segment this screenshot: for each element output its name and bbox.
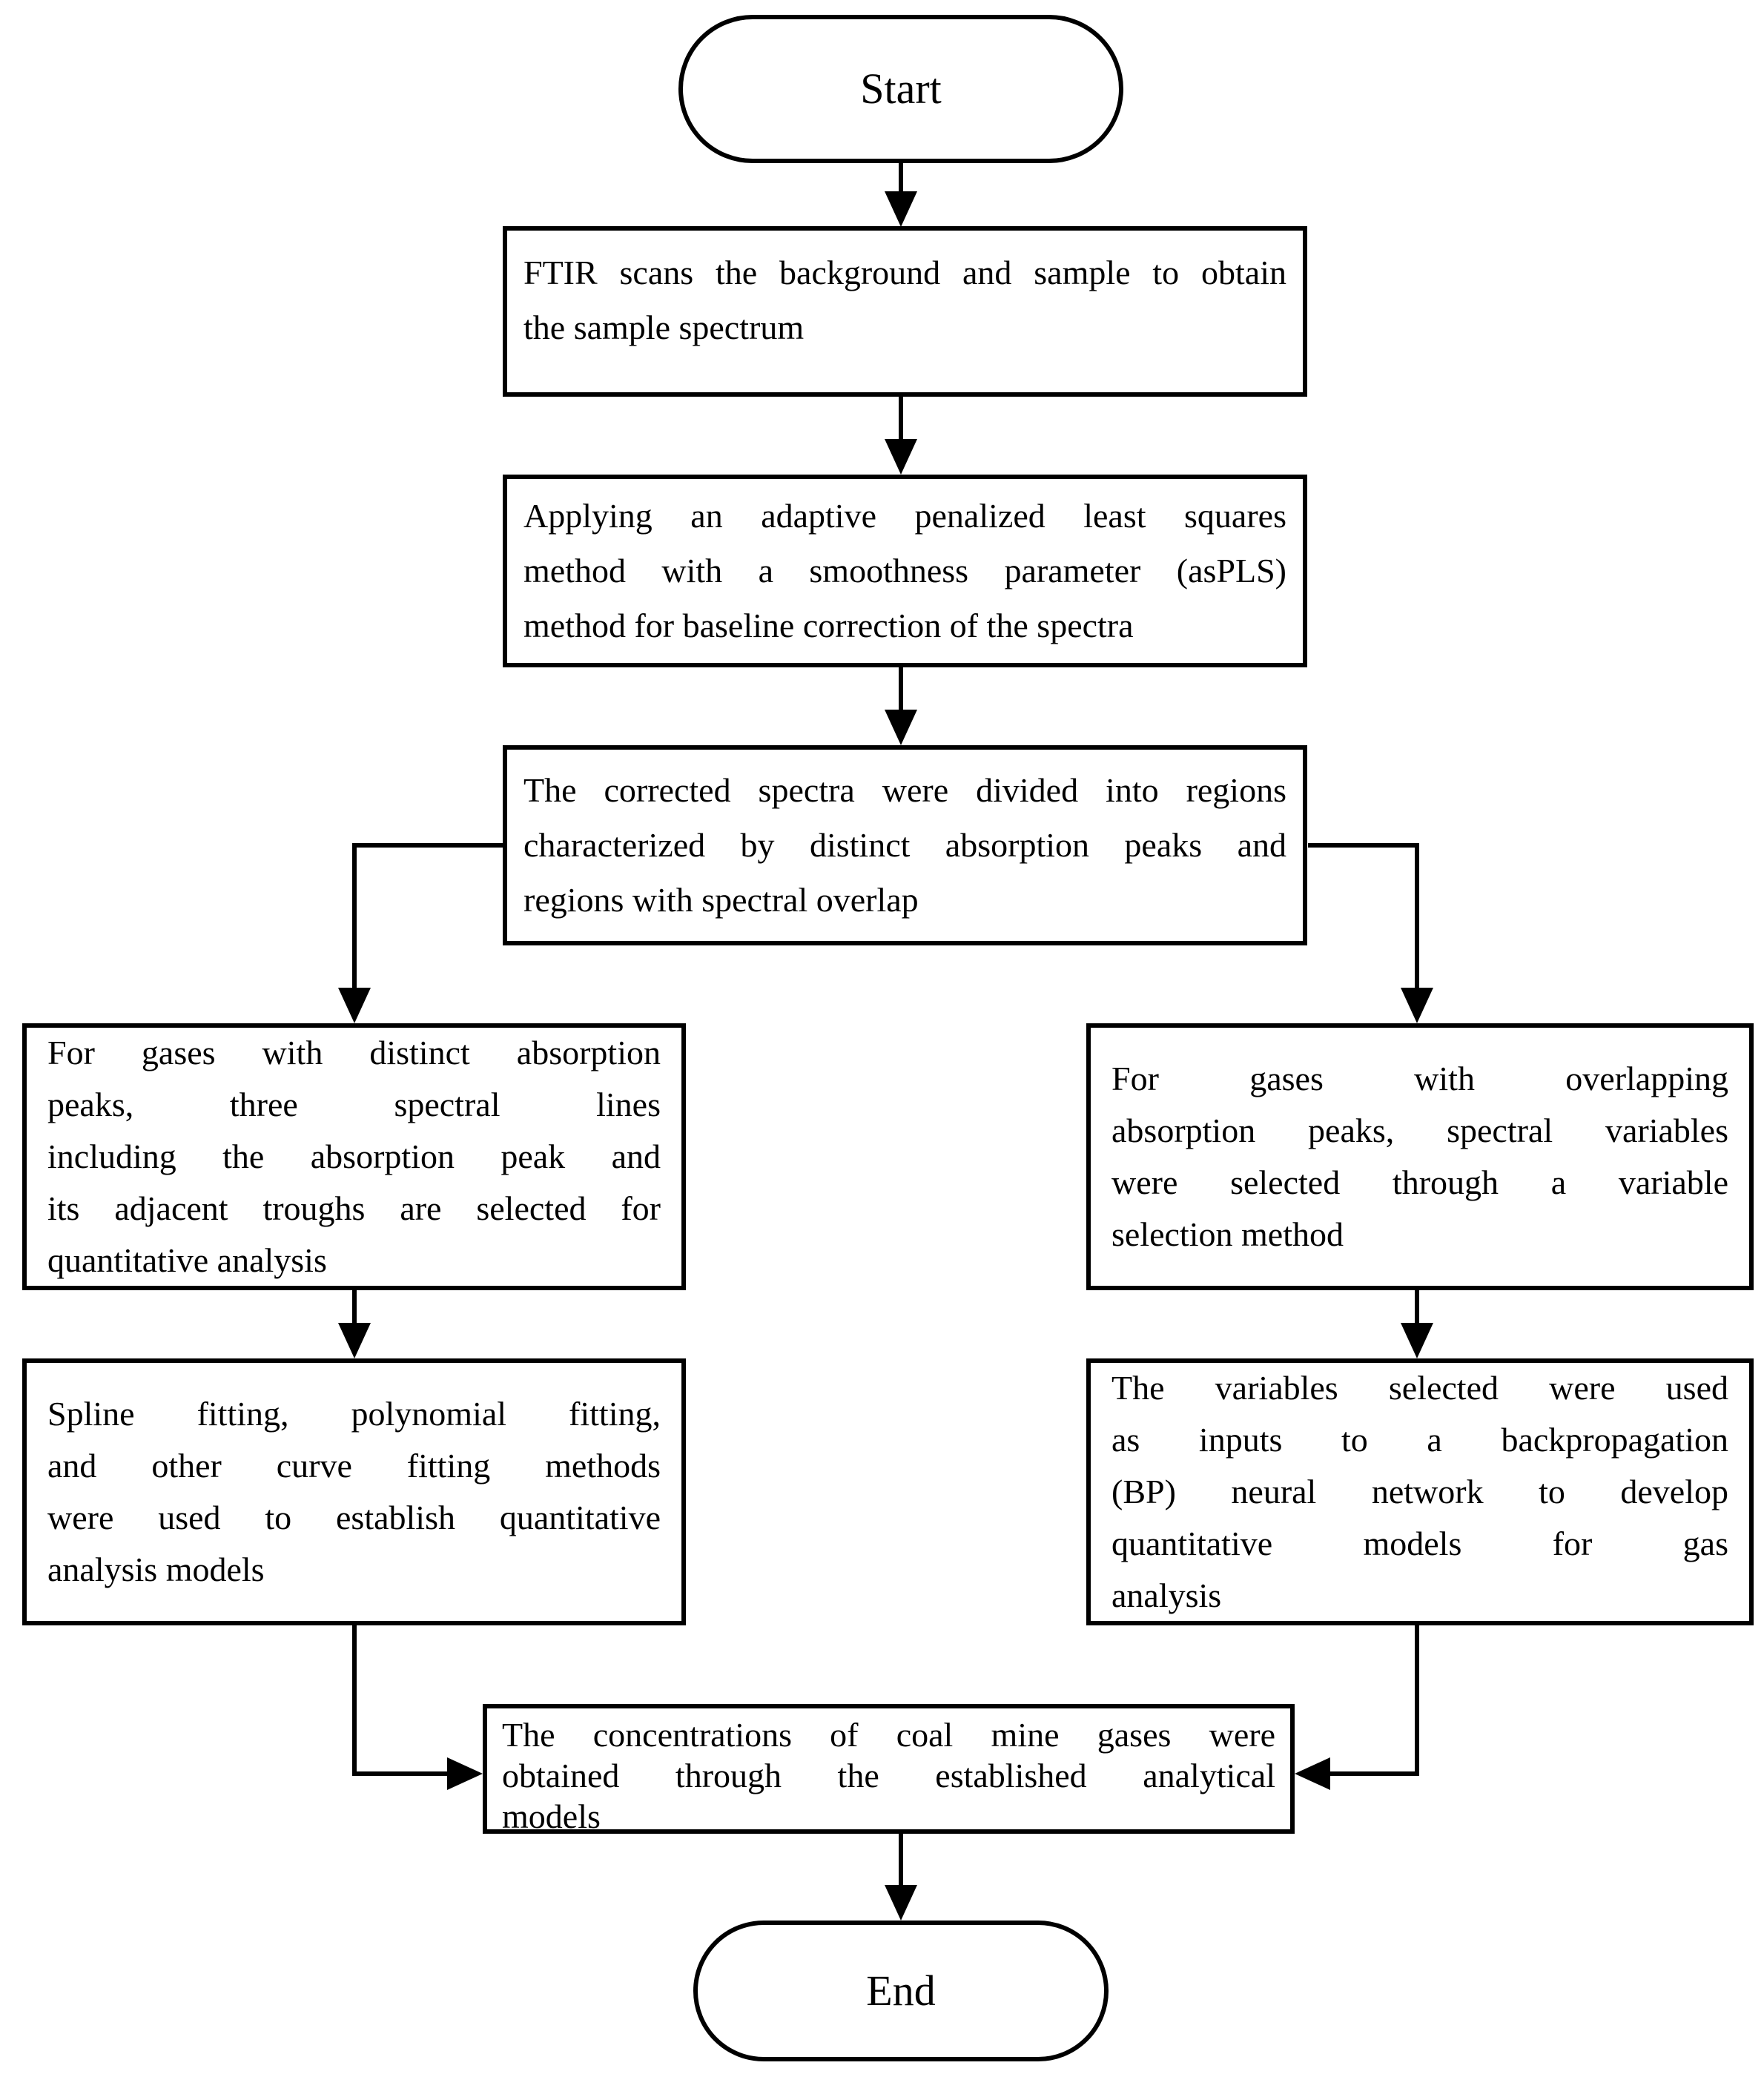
connector-start-to-ftir [899, 162, 903, 196]
process-concentrations-text: The concentrations of coal mine gases we… [487, 1714, 1290, 1837]
text-line: The concentrations of coal mine gases we… [502, 1716, 1275, 1754]
connector-merge-right-horizontal [1330, 1771, 1419, 1776]
process-spectra-division: The corrected spectra were divided into … [503, 745, 1307, 945]
process-ftir-scan: FTIR scans the background and sample to … [503, 226, 1307, 397]
connector-branch-left-horizontal [352, 843, 505, 848]
text-line: Spline fitting, polynomial fitting, [47, 1395, 661, 1433]
text-line: The corrected spectra were divided into … [523, 771, 1286, 809]
process-spectra-division-text: The corrected spectra were divided into … [507, 763, 1303, 928]
process-concentrations: The concentrations of coal mine gases we… [483, 1704, 1295, 1837]
text-line: (BP) neural network to develop [1111, 1473, 1728, 1510]
arrowhead-start-to-ftir [885, 191, 917, 227]
connector-branch-left-vertical [352, 843, 357, 989]
text-line: method with a smoothness parameter (asPL… [523, 552, 1286, 589]
text-line: as inputs to a backpropagation [1111, 1421, 1728, 1459]
connector-concentrations-to-end [899, 1834, 903, 1886]
process-curve-fitting-text: Spline fitting, polynomial fitting, and o… [27, 1388, 681, 1596]
text-line: obtained through the established analyti… [502, 1757, 1275, 1794]
end-label: End [866, 1966, 936, 2015]
connector-merge-right-vertical [1415, 1625, 1419, 1776]
process-baseline-correction-text: Applying an adaptive penalized least squ… [507, 489, 1303, 653]
end-terminal: End [693, 1921, 1109, 2061]
text-line: selection method [1111, 1215, 1344, 1253]
arrowhead-overlapping-to-bp [1401, 1323, 1433, 1358]
process-overlapping-peaks-text: For gases with overlapping absorption pea… [1091, 1053, 1749, 1261]
connector-branch-right-horizontal [1308, 843, 1419, 848]
text-line: were selected through a variable [1111, 1163, 1728, 1201]
connector-branch-right-vertical [1415, 843, 1419, 989]
arrowhead-merge-right [1295, 1757, 1330, 1790]
text-line: the sample spectrum [523, 308, 805, 346]
connector-merge-left-vertical [352, 1625, 357, 1776]
text-line: characterized by distinct absorption pea… [523, 826, 1286, 864]
text-line: and other curve fitting methods [47, 1447, 661, 1485]
arrowhead-baseline-to-division [885, 710, 917, 745]
process-distinct-peaks-text: For gases with distinct absorption peaks,… [27, 1027, 681, 1287]
text-line: its adjacent troughs are selected for [47, 1189, 661, 1227]
text-line: models [502, 1797, 601, 1835]
connector-baseline-to-division [899, 667, 903, 712]
process-distinct-peaks: For gases with distinct absorption peaks,… [22, 1023, 686, 1290]
start-terminal: Start [678, 15, 1123, 163]
arrowhead-concentrations-to-end [885, 1885, 917, 1921]
text-line: Applying an adaptive penalized least squ… [523, 497, 1286, 535]
process-bp-network-text: The variables selected were used as input… [1091, 1362, 1749, 1622]
text-line: quantitative models for gas [1111, 1525, 1728, 1562]
text-line: method for baseline correction of the sp… [523, 607, 1134, 644]
arrowhead-ftir-to-baseline [885, 439, 917, 475]
text-line: quantitative analysis [47, 1241, 327, 1279]
process-overlapping-peaks: For gases with overlapping absorption pea… [1086, 1023, 1754, 1290]
process-ftir-scan-text: FTIR scans the background and sample to … [507, 245, 1303, 355]
process-curve-fitting: Spline fitting, polynomial fitting, and o… [22, 1358, 686, 1625]
connector-merge-left-horizontal [352, 1771, 447, 1776]
text-line: absorption peaks, spectral variables [1111, 1112, 1728, 1149]
connector-overlapping-to-bp [1415, 1290, 1419, 1324]
process-baseline-correction: Applying an adaptive penalized least squ… [503, 475, 1307, 667]
arrowhead-branch-right [1401, 988, 1433, 1023]
arrowhead-merge-left [447, 1757, 483, 1790]
text-line: The variables selected were used [1111, 1369, 1728, 1407]
text-line: peaks, three spectral lines [47, 1086, 661, 1123]
text-line: including the absorption peak and [47, 1137, 661, 1175]
arrowhead-branch-left [338, 988, 371, 1023]
text-line: For gases with distinct absorption [47, 1034, 661, 1071]
text-line: analysis [1111, 1576, 1222, 1614]
text-line: For gases with overlapping [1111, 1060, 1728, 1097]
connector-ftir-to-baseline [899, 397, 903, 441]
connector-distinct-to-fitting [352, 1290, 357, 1324]
process-bp-network: The variables selected were used as input… [1086, 1358, 1754, 1625]
text-line: analysis models [47, 1550, 265, 1588]
arrowhead-distinct-to-fitting [338, 1323, 371, 1358]
start-label: Start [860, 65, 942, 113]
text-line: FTIR scans the background and sample to … [523, 254, 1286, 291]
text-line: were used to establish quantitative [47, 1499, 661, 1536]
text-line: regions with spectral overlap [523, 881, 919, 919]
